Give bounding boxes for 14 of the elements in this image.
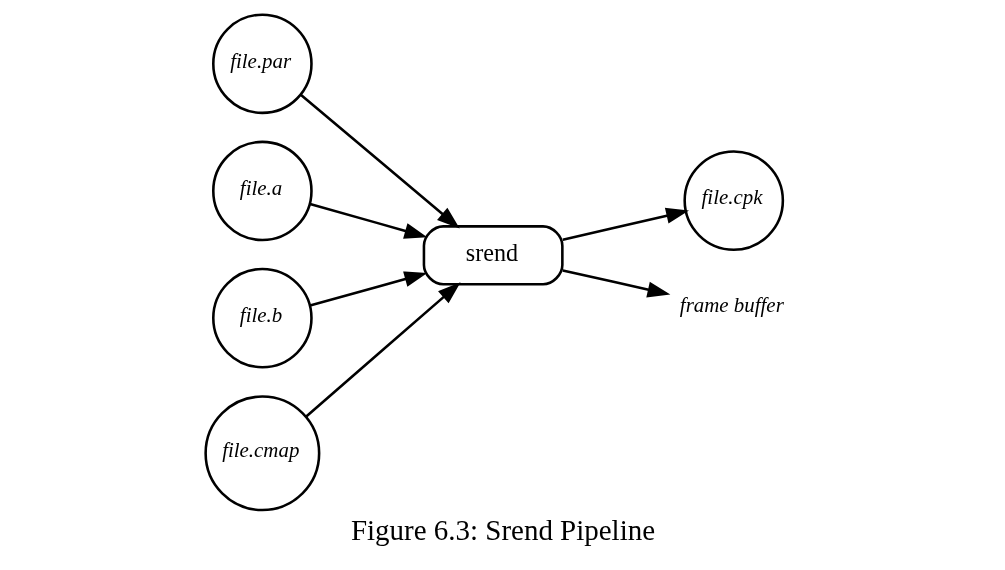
node-circle: file.b	[211, 267, 313, 369]
arrow	[299, 94, 460, 229]
node-circle: file.cmap	[203, 395, 320, 512]
arrow	[562, 269, 670, 298]
caption: Figure 6.3: Srend Pipeline	[350, 513, 655, 546]
node-box: srend	[422, 225, 564, 286]
arrow	[562, 207, 689, 241]
node-circle: file.a	[211, 140, 313, 242]
arrow	[309, 202, 427, 239]
node-circle: file.cpk	[682, 150, 784, 251]
arrow	[304, 282, 461, 418]
node-circle: file.par	[211, 13, 313, 115]
node-text: frame buffer	[679, 293, 784, 318]
arrow	[309, 271, 427, 307]
